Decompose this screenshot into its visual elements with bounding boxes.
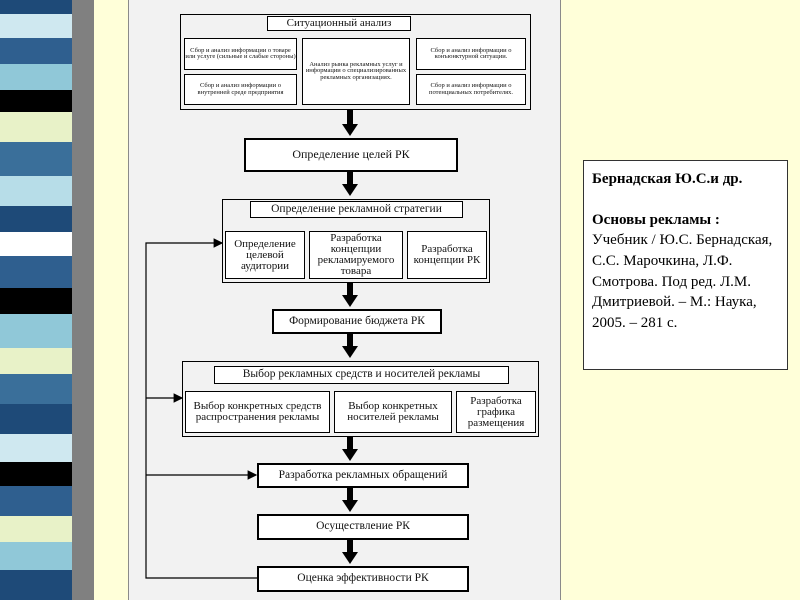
concept-product-box: Разработка концепции рекламируемого това… <box>309 231 403 279</box>
carriers-text: Выбор конкретных носителей рекламы <box>347 400 439 423</box>
budget-text: Формирование бюджета РК <box>289 314 425 327</box>
goals-box: Определение целей РК <box>244 138 458 172</box>
carriers-box: Выбор конкретных носителей рекламы <box>334 391 452 433</box>
strategy-title-text: Определение рекламной стратегии <box>271 202 442 215</box>
stripe-band <box>0 14 72 38</box>
concept-product-text: Разработка концепции рекламируемого това… <box>317 232 395 277</box>
enterprise-info-text: Сбор и анализ информации о внутренней ср… <box>197 82 284 96</box>
competitive-info-text: Сбор и анализ информации о конъюнктурной… <box>430 46 512 60</box>
reference-box: Бернадская Ю.С.и др. Основы рекламы : Уч… <box>583 160 788 370</box>
messages-box: Разработка рекламных обращений <box>257 463 469 488</box>
channels-box: Выбор конкретных средств распространения… <box>185 391 330 433</box>
evaluation-box: Оценка эффективности РК <box>257 566 469 592</box>
stripe-band <box>0 112 72 142</box>
competitive-info-box: Сбор и анализ информации о конъюнктурной… <box>416 38 526 70</box>
stripe-band <box>0 206 72 232</box>
stripe-band <box>0 462 72 486</box>
stripe-band <box>0 348 72 374</box>
reference-title: Основы рекламы : <box>592 211 720 228</box>
strategy-title: Определение рекламной стратегии <box>250 201 463 218</box>
schedule-text: Разработка графика размещения <box>467 394 525 429</box>
channels-text: Выбор конкретных средств распространения… <box>193 400 322 423</box>
stripe-band <box>0 64 72 90</box>
evaluation-text: Оценка эффективности РК <box>297 572 429 585</box>
reference-details: Учебник / Ю.С. Бернадская, С.С. Марочкин… <box>592 232 773 332</box>
media-group <box>182 361 539 437</box>
enterprise-info-box: Сбор и анализ информации о внутренней ср… <box>184 74 297 105</box>
audience-box: Определение целевой аудитории <box>225 231 305 279</box>
goals-text: Определение целей РК <box>292 147 410 162</box>
stripe-band <box>0 0 72 14</box>
schedule-box: Разработка графика размещения <box>456 391 536 433</box>
situation-analysis-group <box>180 14 531 110</box>
media-title: Выбор рекламных средств и носителей рекл… <box>214 366 509 384</box>
consumer-info-box: Сбор и анализ информации о потенциальных… <box>416 74 526 105</box>
strategy-group <box>222 199 490 283</box>
stripe-band <box>0 516 72 542</box>
stripe-band <box>0 486 72 516</box>
market-analysis-text: Анализ рынка рекламных услуг и информаци… <box>305 60 407 81</box>
implementation-box: Осуществление РК <box>257 514 469 540</box>
stripe-band <box>0 542 72 570</box>
reference-authors: Бернадская Ю.С.и др. <box>592 171 743 187</box>
stripe-band <box>0 142 72 176</box>
decorative-stripe <box>0 0 72 600</box>
market-analysis-box: Анализ рынка рекламных услуг и информаци… <box>302 38 410 105</box>
stripe-band <box>0 176 72 206</box>
stripe-band <box>0 314 72 348</box>
stripe-band <box>0 404 72 434</box>
stripe-band <box>0 434 72 462</box>
grey-bar <box>72 0 94 600</box>
media-title-text: Выбор рекламных средств и носителей рекл… <box>242 368 481 381</box>
situation-analysis-title: Ситуационный анализ <box>267 16 411 31</box>
stripe-band <box>0 288 72 314</box>
feedback-loop <box>145 238 258 579</box>
concept-rk-box: Разработка концепции РК <box>407 231 487 279</box>
audience-text: Определение целевой аудитории <box>234 237 296 272</box>
stripe-band <box>0 38 72 64</box>
stripe-band <box>0 256 72 288</box>
stripe-band <box>0 232 72 256</box>
situation-analysis-title-text: Ситуационный анализ <box>286 17 392 29</box>
consumer-info-text: Сбор и анализ информации о потенциальных… <box>429 82 513 96</box>
stripe-band <box>0 374 72 404</box>
implementation-text: Осуществление РК <box>316 520 410 533</box>
stripe-band <box>0 90 72 112</box>
product-info-box: Сбор и анализ информации о товаре или ус… <box>184 38 297 70</box>
concept-rk-text: Разработка концепции РК <box>413 243 481 266</box>
messages-text: Разработка рекламных обращений <box>278 468 448 481</box>
stripe-band <box>0 570 72 600</box>
budget-box: Формирование бюджета РК <box>272 309 442 334</box>
product-info-text: Сбор и анализ информации о товаре или ус… <box>185 46 296 60</box>
down-arrows <box>342 110 358 564</box>
